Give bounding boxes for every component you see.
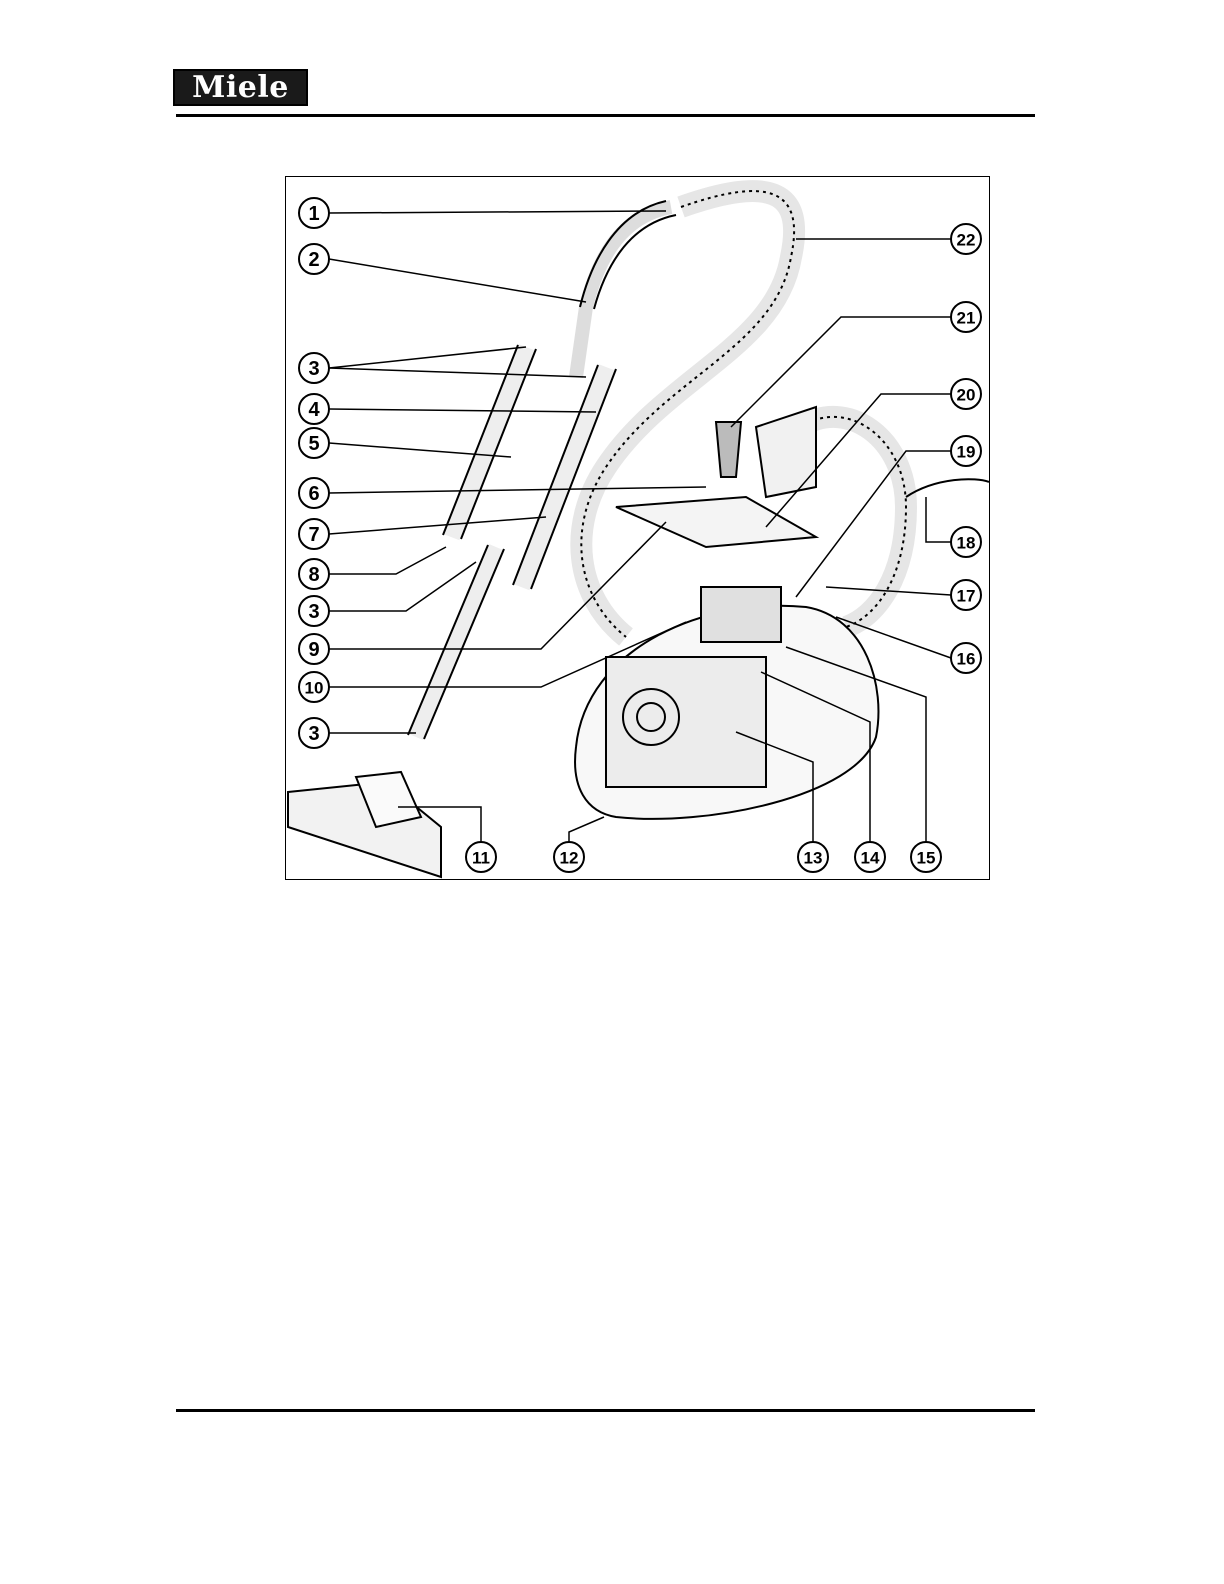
callout-2: 2 [308,249,319,271]
callout-1: 1 [308,203,319,225]
vacuum-illustration: 1 2 3 4 5 6 7 8 3 9 10 3 11 12 13 14 15 … [286,177,989,879]
header-rule [176,114,1035,117]
callout-10: 10 [305,679,324,698]
illustration-lines [288,191,989,877]
footer-rule [176,1409,1035,1412]
callout-16: 16 [957,650,976,669]
callout-4: 4 [308,399,320,421]
callout-21: 21 [957,309,976,328]
callout-5: 5 [308,433,319,455]
callout-11: 11 [472,849,490,868]
vacuum-diagram: 1 2 3 4 5 6 7 8 3 9 10 3 11 12 13 14 15 … [285,176,990,880]
callout-3-a: 3 [308,358,319,380]
callout-15: 15 [917,849,936,868]
callout-7: 7 [308,524,319,546]
callout-9: 9 [308,639,319,661]
callout-3-b: 3 [308,601,319,623]
callout-12: 12 [560,849,579,868]
callout-18: 18 [957,534,976,553]
callout-6: 6 [308,483,319,505]
callout-20: 20 [957,386,976,405]
callout-8: 8 [308,564,319,586]
callout-3-c: 3 [308,723,319,745]
callout-17: 17 [957,587,976,606]
callout-22: 22 [957,231,976,250]
logo-text: Miele [192,73,289,103]
callout-19: 19 [957,443,976,462]
miele-logo: Miele [173,69,308,106]
callout-13: 13 [804,849,823,868]
callout-14: 14 [861,849,880,868]
